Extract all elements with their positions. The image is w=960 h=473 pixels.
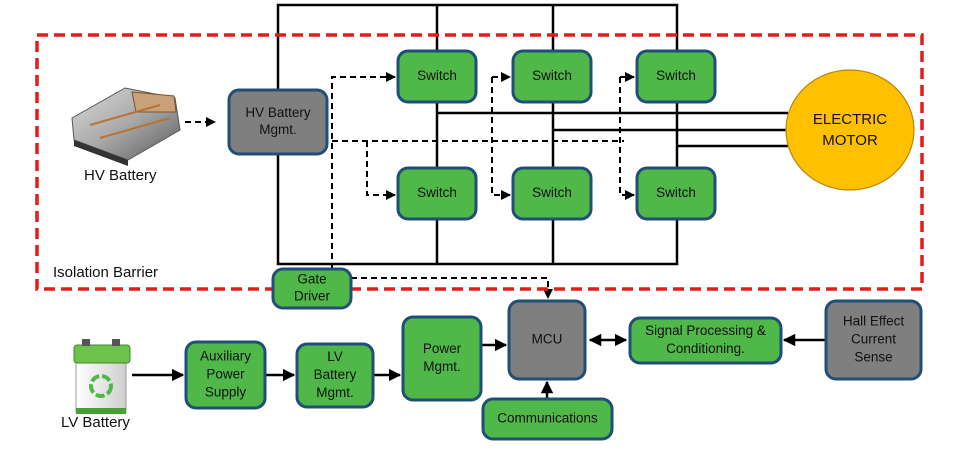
switch-top-2: Switch xyxy=(511,49,593,104)
motor-label-line-1: ELECTRIC xyxy=(813,111,887,128)
switch-top-3-box xyxy=(635,49,717,104)
switch-bottom-1-box xyxy=(396,166,478,221)
hall-effect-current-sense-block-label-line-1: Hall Effect xyxy=(843,314,905,329)
auxiliary-power-supply-block-label-line-1: Auxiliary xyxy=(200,349,251,364)
switch-top-3-label-line-1: Switch xyxy=(656,68,696,83)
switch-bottom-3-box xyxy=(635,166,717,221)
switch-bottom-2: Switch xyxy=(511,166,593,221)
isolation-barrier xyxy=(35,33,924,291)
communications-block-label-line-1: Communications xyxy=(497,411,598,426)
auxiliary-power-supply-block-label-line-2: Power xyxy=(206,367,245,382)
power-mgmt-block-label-line-1: Power xyxy=(423,341,462,356)
signal-processing-block: Signal Processing & Conditioning. xyxy=(628,316,783,365)
switch-bottom-2-label-line-1: Switch xyxy=(532,185,572,200)
switch-top-3: Switch xyxy=(635,49,717,104)
lv-battery-icon xyxy=(73,339,131,414)
hv-battery-mgmt-block-label-line-1: HV Battery xyxy=(245,105,311,120)
switch-bottom-1-label-line-1: Switch xyxy=(417,185,457,200)
electric-motor: ELECTRIC MOTOR xyxy=(785,69,915,191)
hall-effect-current-sense-block-label-line-2: Current xyxy=(851,332,896,347)
lv-chain-arrows xyxy=(132,333,826,399)
gate-driver-block-label-line-1: Gate xyxy=(297,272,326,287)
switch-bottom-3: Switch xyxy=(635,166,717,221)
motor-label-line-2: MOTOR xyxy=(822,132,878,149)
communications-block-box xyxy=(481,397,614,441)
hv-battery-label: HV Battery xyxy=(84,167,157,184)
hv-battery-mgmt-block-box xyxy=(227,88,329,156)
lv-battery-mgmt-block-box xyxy=(295,342,375,409)
switch-top-1: Switch xyxy=(396,49,478,104)
hall-effect-current-sense-block-box xyxy=(824,299,923,381)
lv-battery-mgmt-block-label-line-1: LV xyxy=(327,349,343,364)
lv-battery-mgmt-block-label-line-3: Mgmt. xyxy=(316,385,354,400)
hall-effect-current-sense-block-label-line-3: Sense xyxy=(854,350,892,365)
auxiliary-power-supply-block-box xyxy=(184,340,267,410)
mcu-block: MCU xyxy=(507,299,587,381)
lv-battery-mgmt-block-label-line-2: Battery xyxy=(314,367,357,382)
motor-phase-lines xyxy=(437,111,789,148)
dc-bus-frame xyxy=(276,3,679,266)
auxiliary-power-supply-block-label-line-3: Supply xyxy=(205,385,247,400)
gate-driver-block-box xyxy=(271,267,353,310)
switch-top-2-box xyxy=(511,49,593,104)
signal-processing-block-label-line-2: Conditioning. xyxy=(666,341,745,356)
power-mgmt-block-label-line-2: Mgmt. xyxy=(423,359,461,374)
power-mgmt-block-box xyxy=(401,315,483,402)
mcu-block-label-line-1: MCU xyxy=(532,332,563,347)
hv-battery-mgmt-block-label-line-2: Mgmt. xyxy=(259,122,297,137)
signal-processing-block-label-line-1: Signal Processing & xyxy=(645,323,766,338)
switch-top-1-label-line-1: Switch xyxy=(417,68,457,83)
switch-top-2-label-line-1: Switch xyxy=(532,68,572,83)
switch-bottom-1: Switch xyxy=(396,166,478,221)
signal-processing-block-box xyxy=(628,316,783,365)
switch-bottom-3-label-line-1: Switch xyxy=(656,185,696,200)
gate-signal-lines xyxy=(185,72,635,299)
lv-battery-label: LV Battery xyxy=(61,414,130,431)
gate-driver-block-label-line-2: Driver xyxy=(294,289,331,304)
switch-top-1-box xyxy=(396,49,478,104)
isolation-barrier-label: Isolation Barrier xyxy=(53,264,158,281)
communications-block: Communications xyxy=(481,397,614,441)
switch-bottom-2-box xyxy=(511,166,593,221)
mcu-block-box xyxy=(507,299,587,381)
hv-battery-icon xyxy=(71,87,181,166)
